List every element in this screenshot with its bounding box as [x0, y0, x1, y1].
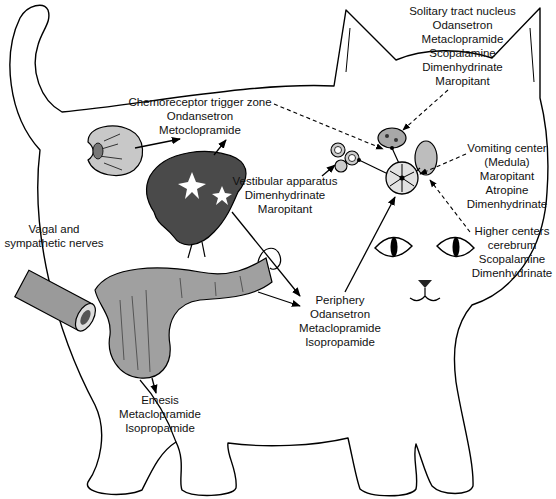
kidney-pelvis — [93, 143, 103, 159]
region-group: Vomiting center (Medula)MaropitantAtropi… — [462, 141, 552, 211]
drug-name: Ondansetron — [125, 109, 275, 123]
ear-line — [346, 28, 534, 82]
center-spoke — [390, 164, 414, 192]
pointer-arrow — [135, 139, 180, 148]
drug-name: Odansetron — [395, 18, 530, 32]
drug-name: Dimenhydrinate — [470, 266, 554, 280]
region-group: EmesisMetaclopramideIsopropamide — [105, 393, 215, 435]
region-group: Vagal and sympathetic nerves — [2, 222, 106, 250]
drug-name: Dimenhydrinate — [462, 197, 552, 211]
liver-illustration — [147, 152, 246, 245]
cat-eye — [437, 237, 474, 256]
region-group: Vestibular apparatusDimenhydrinateMaropi… — [230, 174, 340, 216]
drug-name: Atropine — [462, 183, 552, 197]
liver-highlight — [212, 186, 232, 205]
drug-name: Isopropamide — [105, 421, 215, 435]
region-label: Vagal and sympathetic nerves — [2, 222, 106, 250]
eye-pupil — [391, 237, 398, 257]
link-dot — [390, 146, 394, 150]
region-label: Chemoreceptor trigger zone — [125, 95, 275, 109]
vomiting-center-shape — [386, 162, 418, 194]
tube-body — [15, 270, 93, 330]
cat-outline — [10, 5, 548, 495]
kidney-illustration — [88, 126, 143, 175]
cat-eye — [375, 237, 412, 256]
drug-name: Metaclopramide — [105, 407, 215, 421]
nucleus-dot — [385, 134, 389, 138]
region-label: Periphery — [285, 293, 395, 307]
nerve-tube — [15, 270, 100, 334]
region-label: Emesis — [105, 393, 215, 407]
dashed-leader — [420, 154, 466, 174]
vestibular-shape — [345, 151, 359, 165]
link-dot — [357, 158, 361, 162]
liver-highlight — [178, 172, 206, 199]
region-group: Higher centers cerebrumScopalamineDimenh… — [470, 224, 554, 280]
cat-mouth — [410, 288, 440, 301]
gut-fold — [120, 276, 243, 372]
region-group: PeripheryOdansetronMetaclopramideIsoprop… — [285, 293, 395, 349]
drug-name: Dimenhydrinate — [395, 60, 530, 74]
region-label: Vomiting center (Medula) — [462, 141, 552, 169]
tube-end — [71, 300, 99, 334]
drug-name: Maropitant — [462, 169, 552, 183]
nucleus-dot — [394, 138, 398, 142]
dashed-leader — [403, 90, 448, 130]
drug-name: Scopalamine — [470, 252, 554, 266]
eye-pupil — [453, 237, 460, 257]
vestibular-shape — [335, 160, 347, 172]
drug-name: Maropitant — [230, 202, 340, 216]
pointer-arrow — [152, 378, 156, 393]
drug-name: Dimenhydrinate — [230, 188, 340, 202]
region-label: Vestibular apparatus — [230, 174, 340, 188]
region-label: Solitary tract nucleus — [395, 4, 530, 18]
gut-illustration — [95, 258, 272, 378]
tube-lumen — [78, 308, 93, 326]
pointer-arrow — [214, 140, 226, 155]
region-label: Higher centers cerebrum — [470, 224, 554, 252]
vestibular-shape — [331, 143, 345, 157]
liver-duct — [188, 242, 205, 258]
pointer-arrow — [232, 212, 300, 296]
drug-name: Isopropamide — [285, 335, 395, 349]
drug-name: Maropitant — [395, 74, 530, 88]
solitary-nucleus-shape — [378, 128, 406, 148]
center-dot — [400, 176, 405, 181]
drug-name: Metaclopramide — [285, 321, 395, 335]
vestibular-shape — [335, 147, 342, 154]
dashed-leader — [430, 180, 470, 232]
dashed-leader — [274, 104, 383, 149]
drug-name: Metoclopramide — [125, 123, 275, 137]
drug-name: Metaclopramide — [395, 32, 530, 46]
drug-name: Scopalamine — [395, 46, 530, 60]
region-group: Solitary tract nucleusOdansetronMetaclop… — [395, 4, 530, 88]
drug-name: Odansetron — [285, 307, 395, 321]
region-group: Chemoreceptor trigger zoneOndansetronMet… — [125, 95, 275, 137]
vestibular-shape — [349, 155, 356, 162]
cat-nose — [418, 280, 432, 288]
pointer-arrow — [322, 165, 335, 176]
pointer-arrow — [258, 292, 300, 306]
pointer-arrow — [345, 197, 395, 292]
